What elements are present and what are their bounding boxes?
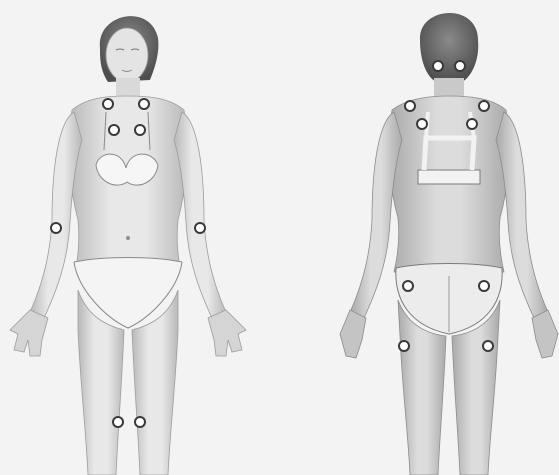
tender-point-back-occiput-right [455, 61, 465, 71]
back-right-arm [496, 112, 548, 318]
tender-point-back-occiput-left [433, 61, 443, 71]
front-right-hand [208, 310, 246, 356]
tender-point-front-upper-chest-right [139, 99, 149, 109]
front-view [10, 16, 246, 475]
tender-point-front-lateral-elbow-right [195, 223, 205, 233]
tender-point-front-upper-chest-left [103, 99, 113, 109]
tender-point-back-trapezius-right [479, 101, 489, 111]
back-left-arm [350, 112, 402, 318]
tender-point-front-second-rib-right [135, 125, 145, 135]
front-face [106, 28, 148, 82]
tender-point-front-lateral-elbow-left [51, 223, 61, 233]
tender-point-back-greater-trochanter-left [399, 341, 409, 351]
tender-point-back-trapezius-left [405, 101, 415, 111]
tender-point-back-gluteal-right [479, 281, 489, 291]
back-left-hand [340, 310, 366, 358]
back-hair [420, 13, 478, 82]
front-neck [116, 78, 140, 98]
tender-point-front-second-rib-left [109, 125, 119, 135]
back-view [340, 13, 558, 475]
tender-point-back-supraspinatus-left [417, 119, 427, 129]
tender-point-back-supraspinatus-right [467, 119, 477, 129]
tender-point-front-knee-left [113, 417, 123, 427]
tender-point-back-greater-trochanter-right [483, 341, 493, 351]
front-left-arm [30, 112, 82, 318]
front-right-arm [174, 112, 226, 318]
tender-point-back-gluteal-left [403, 281, 413, 291]
tender-point-front-knee-right [135, 417, 145, 427]
front-left-hand [10, 310, 48, 356]
back-right-hand [532, 310, 558, 358]
back-bra-band [418, 170, 480, 184]
